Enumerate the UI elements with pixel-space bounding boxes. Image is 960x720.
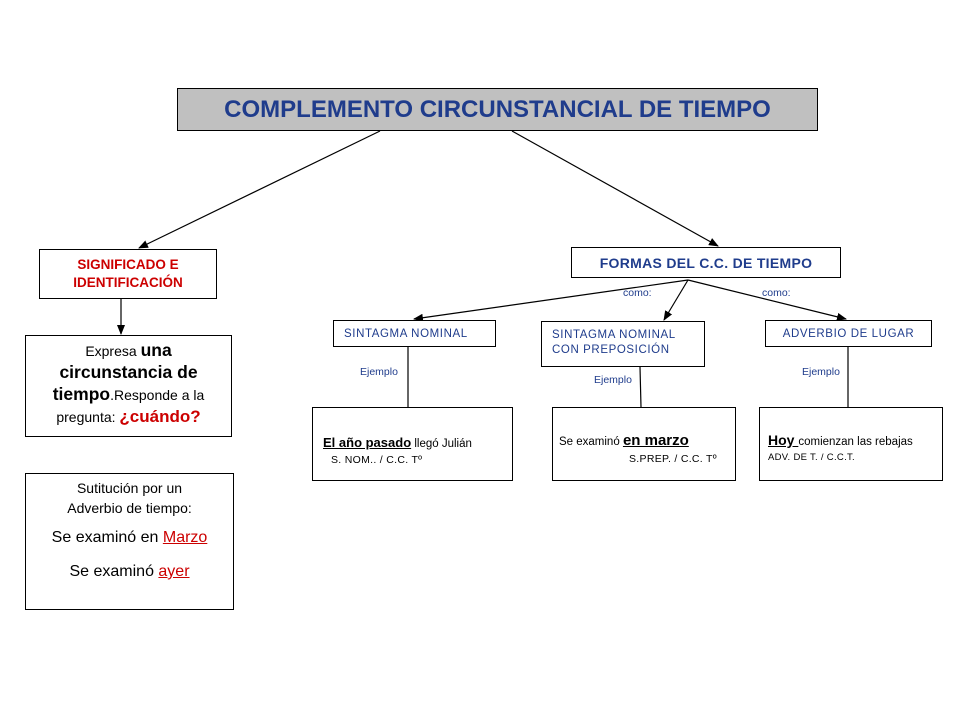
expresa-pre: Expresa — [85, 343, 141, 359]
expresa-box: Expresa una circunstancia de tiempo.Resp… — [25, 335, 232, 437]
title-text: COMPLEMENTO CIRCUNSTANCIAL DE TIEMPO — [224, 95, 771, 123]
significado-box: SIGNIFICADO E IDENTIFICACIÓN — [39, 249, 217, 299]
ex1-analysis: S. NOM.. / C.C. Tº — [331, 454, 423, 466]
arrow-title-to-significado — [138, 130, 381, 249]
ex2-analysis: S.PREP. / C.C. Tº — [629, 453, 717, 465]
example-box-1: El año pasado llegó Julián S. NOM.. / C.… — [312, 407, 513, 481]
formas-text: FORMAS DEL C.C. DE TIEMPO — [599, 254, 813, 271]
arrow-formas-to-snp — [663, 279, 689, 321]
sustitucion-box: Sutitución por un Adverbio de tiempo: Se… — [25, 473, 234, 610]
expresa-cuando: ¿cuándo? — [119, 407, 201, 426]
ex3-analysis: ADV. DE T. / C.C.T. — [768, 452, 856, 463]
arrow-title-to-formas — [511, 130, 719, 247]
significado-line1: SIGNIFICADO E — [77, 257, 179, 272]
sintagma-nominal-box: SINTAGMA NOMINAL — [333, 320, 496, 347]
sust-line2: Adverbio de tiempo: — [67, 500, 192, 516]
expresa-circ: circunstancia de — [59, 362, 198, 382]
sust-line1: Sutitución por un — [76, 480, 183, 496]
snp-head1: SINTAGMA NOMINAL — [552, 329, 676, 341]
ejemplo-label-1: Ejemplo — [360, 366, 398, 378]
ex1-rest: llegó Julián — [411, 438, 472, 450]
example-box-2: Se examinó en marzo S.PREP. / C.C. Tº — [552, 407, 736, 481]
adv-head: ADVERBIO DE LUGAR — [782, 327, 915, 340]
sn-head: SINTAGMA NOMINAL — [344, 327, 468, 340]
significado-line2: IDENTIFICACIÓN — [73, 275, 183, 290]
formas-box: FORMAS DEL C.C. DE TIEMPO — [571, 247, 841, 278]
ex3-underlined: Hoy — [768, 432, 799, 448]
arrow-formas-to-adv — [687, 279, 847, 321]
ejemplo-label-3: Ejemplo — [802, 366, 840, 378]
como-right-label: como: — [762, 287, 791, 299]
sust-ex1-word: Marzo — [162, 529, 208, 546]
ex3-rest: comienzan las rebajas — [798, 436, 913, 448]
line-snp-to-example — [639, 366, 642, 408]
como-left-label: como: — [623, 287, 652, 299]
expresa-pregunta: pregunta: — [56, 409, 120, 425]
sust-ex2-word: ayer — [158, 563, 190, 580]
ejemplo-label-2: Ejemplo — [594, 374, 632, 386]
expresa-tiempo: tiempo — [52, 384, 111, 404]
snp-head2: CON PREPOSICIÓN — [552, 344, 670, 356]
ex2-pre: Se examinó — [559, 436, 623, 448]
arrow-formas-to-sn — [413, 279, 689, 322]
expresa-responde: .Responde a la — [110, 387, 205, 403]
sust-ex2-pre: Se examinó — [69, 563, 159, 580]
adverbio-box: ADVERBIO DE LUGAR — [765, 320, 932, 347]
page-title: COMPLEMENTO CIRCUNSTANCIAL DE TIEMPO — [177, 88, 818, 131]
expresa-una: una — [140, 340, 172, 360]
ex2-underlined: en marzo — [622, 432, 689, 449]
sintagma-prep-box: SINTAGMA NOMINAL CON PREPOSICIÓN — [541, 321, 705, 367]
ex1-underlined: El año pasado — [323, 435, 412, 450]
sust-ex1-pre: Se examinó en — [51, 529, 163, 546]
example-box-3: Hoy comienzan las rebajas ADV. DE T. / C… — [759, 407, 943, 481]
